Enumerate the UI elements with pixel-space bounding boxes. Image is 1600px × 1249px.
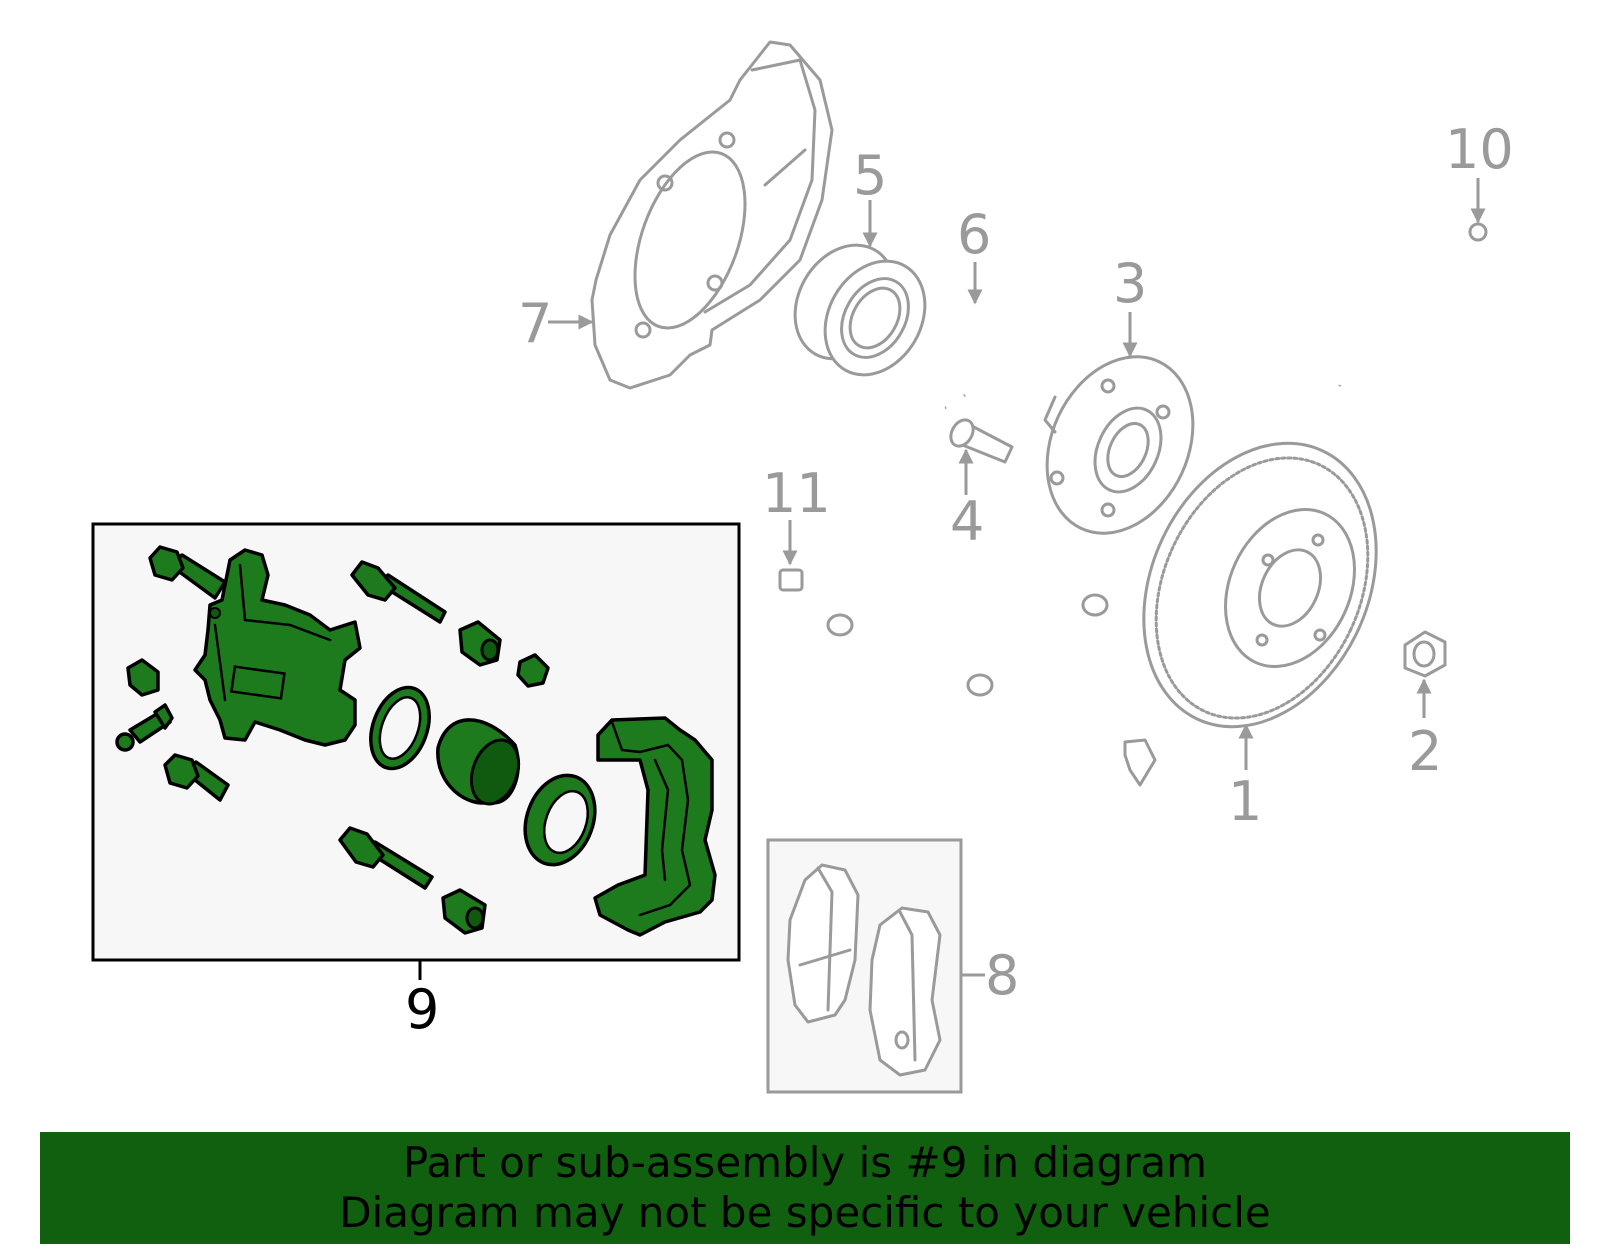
snap-ring: [912, 308, 999, 412]
callout-10: 10: [1445, 118, 1514, 181]
banner-line-2: Diagram may not be specific to your vehi…: [339, 1188, 1271, 1237]
callout-4: 4: [950, 490, 984, 553]
abs-sensor-wire: [778, 568, 1163, 787]
callout-5: 5: [853, 144, 887, 207]
pin-boot-top: [458, 620, 502, 667]
callout-9[interactable]: 9: [405, 978, 439, 1041]
callout-2: 2: [1408, 720, 1442, 783]
info-banner: Part or sub-assembly is #9 in diagram Di…: [40, 1132, 1570, 1244]
leader-lines: [418, 178, 1486, 980]
caliper-assembly-box[interactable]: [91, 522, 741, 962]
callout-6: 6: [957, 203, 991, 266]
pad-box: [766, 838, 963, 1094]
brake-hose: [1337, 222, 1488, 387]
guide-pin-top: [350, 560, 447, 624]
brake-rotor: [1142, 441, 1378, 729]
pin-boot-bottom: [441, 888, 487, 935]
wheel-bearing: [793, 243, 927, 377]
callout-8: 8: [985, 944, 1019, 1007]
callout-7: 7: [518, 292, 552, 355]
guide-pin-bottom: [338, 826, 434, 890]
callout-1: 1: [1228, 770, 1262, 833]
callout-3: 3: [1113, 252, 1147, 315]
bleeder-cap: [516, 653, 550, 688]
bleeder-screw: [126, 658, 160, 697]
dust-shield: [590, 40, 834, 390]
banner-line-1: Part or sub-assembly is #9 in diagram: [402, 1138, 1208, 1187]
piston-seal: [369, 685, 431, 771]
piston-boot: [523, 773, 597, 867]
caliper-piston: [436, 718, 521, 806]
callout-11: 11: [762, 462, 831, 525]
bleeder-valve: [115, 703, 174, 752]
hub-bolt: [949, 418, 1014, 464]
wheel-hub: [1043, 355, 1195, 535]
lug-nut: [1403, 630, 1447, 678]
caliper-body: [193, 548, 362, 747]
caliper-bolt-bottom: [163, 753, 230, 802]
caliper-bracket: [593, 716, 717, 937]
